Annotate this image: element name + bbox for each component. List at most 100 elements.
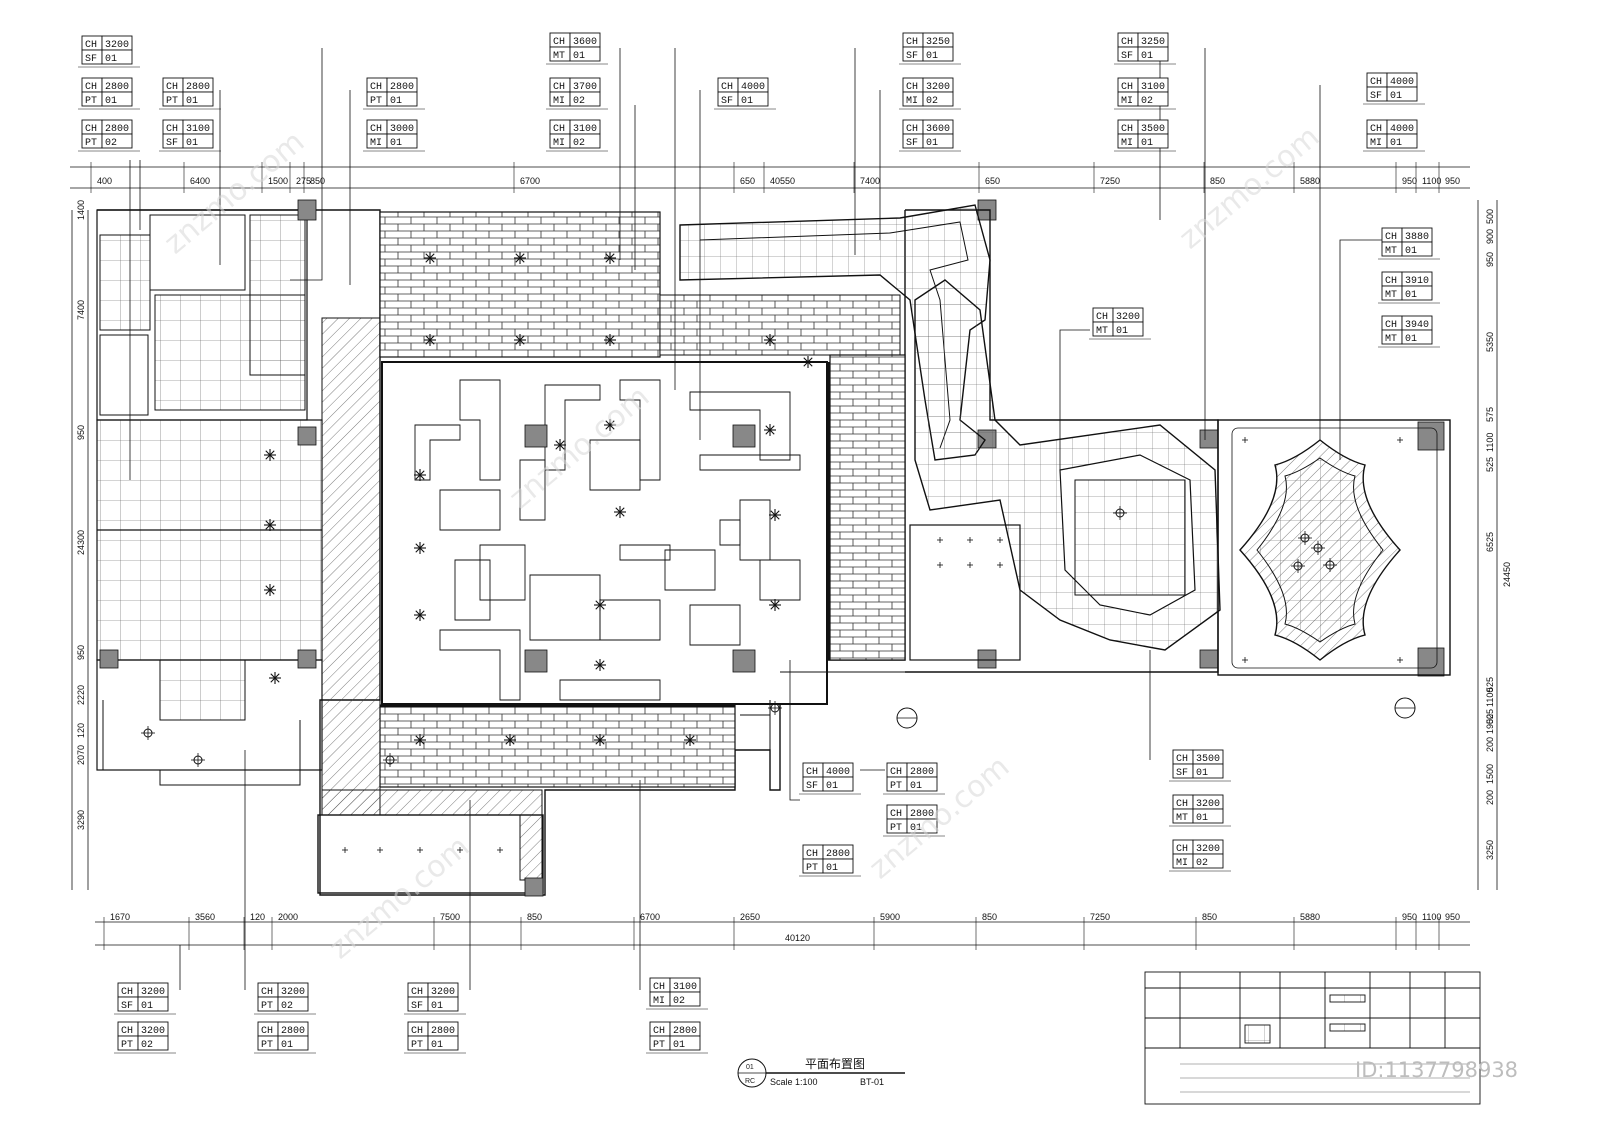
tag-code: CH bbox=[1121, 82, 1133, 93]
tag-code: MT bbox=[1176, 813, 1188, 824]
tag-code: SF bbox=[1121, 51, 1133, 62]
dim-bottom-label: 6700 bbox=[640, 912, 660, 922]
dim-right-label: 3250 bbox=[1485, 840, 1495, 860]
tag-value: 01 bbox=[1405, 290, 1417, 301]
section-mark-number: 01 bbox=[746, 1064, 754, 1071]
brick-top bbox=[379, 211, 661, 358]
star-light-icon bbox=[802, 356, 814, 368]
tag-value: 02 bbox=[141, 1040, 153, 1051]
star-light-icon bbox=[264, 519, 276, 531]
tag-code: PT bbox=[121, 1040, 133, 1051]
tag-value: 3200 bbox=[281, 987, 305, 998]
tag-code: CH bbox=[85, 124, 97, 135]
tag-value: 4000 bbox=[1390, 77, 1414, 88]
tag-code: MT bbox=[1385, 334, 1397, 345]
dim-right-label: 525 bbox=[1485, 709, 1495, 724]
tag-code: CH bbox=[1096, 312, 1108, 323]
tag-code: PT bbox=[806, 863, 818, 874]
dim-top-label: 1100 bbox=[1422, 176, 1441, 186]
dim-top-label: 850 bbox=[310, 176, 325, 186]
tag-code: PT bbox=[653, 1040, 665, 1051]
tag-code: MI bbox=[1370, 138, 1382, 149]
dim-bottom-label: 1100 bbox=[1422, 912, 1441, 922]
dim-right-label: 24450 bbox=[1502, 562, 1512, 587]
downlight-icon bbox=[1113, 506, 1127, 520]
point-light-icon bbox=[1242, 657, 1248, 663]
tag-value: 3200 bbox=[1196, 844, 1220, 855]
tag-code: CH bbox=[166, 124, 178, 135]
star-light-icon bbox=[594, 599, 606, 611]
star-light-icon bbox=[594, 659, 606, 671]
display-fixtures bbox=[414, 379, 801, 701]
tag-code: CH bbox=[261, 987, 273, 998]
point-light-icon bbox=[342, 847, 348, 853]
tag-value: 01 bbox=[573, 51, 585, 62]
corridor-bottom-right bbox=[519, 814, 543, 881]
tag-code: SF bbox=[1370, 91, 1382, 102]
angled-shop-island-grid bbox=[1074, 479, 1186, 596]
tag-code: PT bbox=[411, 1040, 423, 1051]
tag-code: MI bbox=[553, 96, 565, 107]
tag-code: CH bbox=[85, 82, 97, 93]
tag-value: 3100 bbox=[573, 124, 597, 135]
brick-right bbox=[829, 354, 906, 661]
tag-value: 01 bbox=[826, 781, 838, 792]
tag-value: 02 bbox=[673, 996, 685, 1007]
tag-value: 01 bbox=[105, 96, 117, 107]
dim-bottom-label: 7250 bbox=[1090, 912, 1110, 922]
point-light-icon bbox=[967, 562, 973, 568]
dim-top-label: 40550 bbox=[770, 176, 795, 186]
tag-code: CH bbox=[121, 1026, 133, 1037]
vip-ceiling-inner bbox=[1231, 427, 1438, 669]
tag-code: MI bbox=[906, 96, 918, 107]
dim-bottom-label: 2650 bbox=[740, 912, 760, 922]
tag-code: SF bbox=[806, 781, 818, 792]
corridor-bottom bbox=[321, 789, 543, 816]
tag-value: 01 bbox=[281, 1040, 293, 1051]
tag-code: CH bbox=[721, 82, 733, 93]
tag-value: 01 bbox=[141, 1001, 153, 1012]
watermark-4: znzmo.com bbox=[863, 749, 1017, 886]
dim-top-label: 1500 bbox=[268, 176, 288, 186]
top-dimension-line bbox=[70, 166, 1470, 189]
tag-value: 3200 bbox=[1116, 312, 1140, 323]
left-room-bottom-outline bbox=[102, 700, 301, 786]
tag-code: PT bbox=[890, 823, 902, 834]
tag-value: 02 bbox=[573, 96, 585, 107]
tag-value: 3100 bbox=[673, 982, 697, 993]
tag-value: 2800 bbox=[826, 849, 850, 860]
dim-left-label: 24300 bbox=[76, 530, 86, 555]
right-dimension-labels: 9005009505350575110052565252445052511005… bbox=[1485, 209, 1512, 860]
plan-scale-suffix: BT-01 bbox=[860, 1077, 884, 1087]
tag-code: CH bbox=[1370, 124, 1382, 135]
tag-code: CH bbox=[121, 987, 133, 998]
tag-code: PT bbox=[261, 1001, 273, 1012]
tag-value: 02 bbox=[281, 1001, 293, 1012]
tag-code: CH bbox=[370, 82, 382, 93]
tag-code: MI bbox=[370, 138, 382, 149]
central-hall bbox=[381, 361, 828, 705]
downlight-icon bbox=[141, 726, 155, 740]
dim-left-label: 1400 bbox=[76, 200, 86, 220]
dim-bottom-label: 850 bbox=[527, 912, 542, 922]
tag-value: 01 bbox=[673, 1040, 685, 1051]
tag-value: 3200 bbox=[141, 987, 165, 998]
brick-top-right bbox=[659, 294, 901, 356]
dim-right-label: 5350 bbox=[1485, 332, 1495, 352]
star-light-icon bbox=[414, 542, 426, 554]
dim-right-label: 525 bbox=[1485, 457, 1495, 472]
tag-code: CH bbox=[890, 767, 902, 778]
tag-code: CH bbox=[553, 37, 565, 48]
